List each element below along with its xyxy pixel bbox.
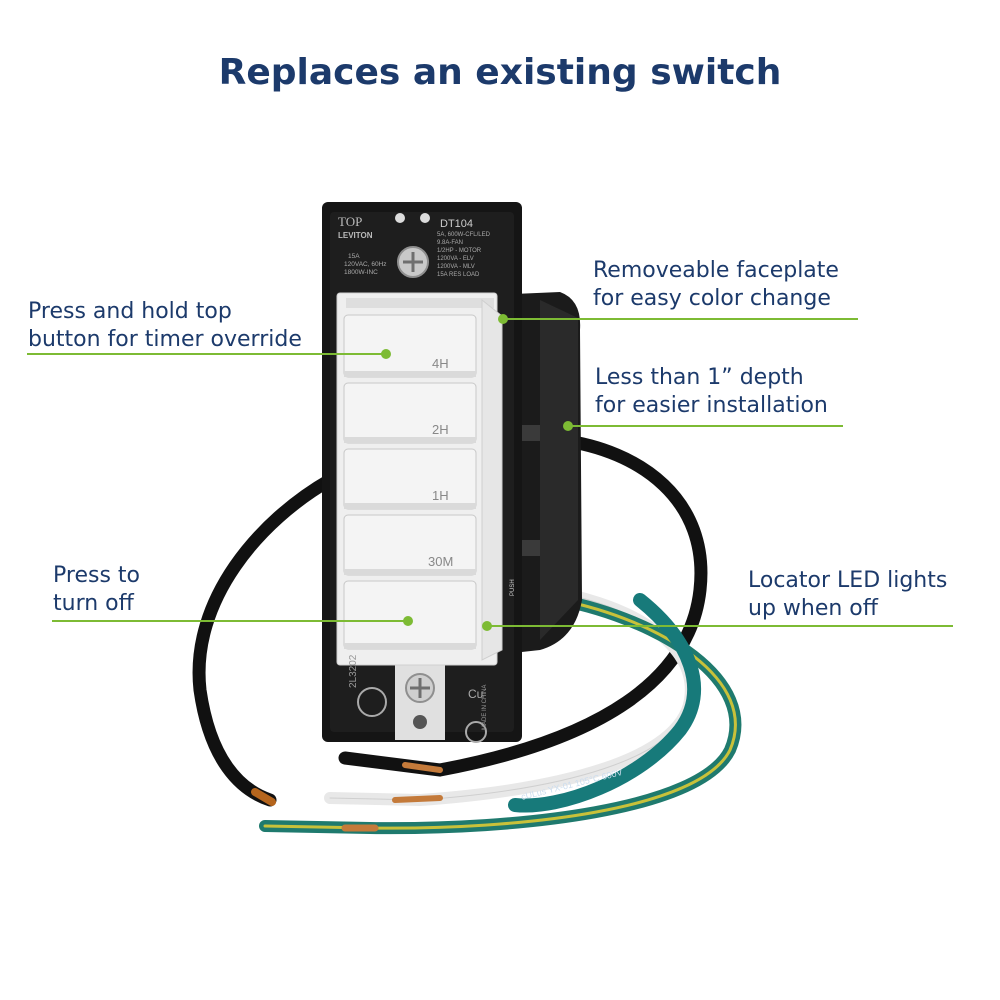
callout-faceplate-line2: for easy color change [593, 286, 831, 311]
black-wire-left [192, 473, 337, 807]
no-aluminum-mark [465, 721, 487, 743]
cu-mark: Cu [468, 687, 483, 701]
callout-turn-off: Press to turn off [53, 562, 140, 618]
callout-locator-led: Locator LED lights up when off [748, 567, 947, 623]
callout-timer-override-line2: button for timer override [28, 327, 302, 352]
callout-depth-line2: for easier installation [595, 393, 828, 418]
top-label: TOP [338, 214, 362, 229]
button-label-4h: 4H [432, 356, 449, 371]
callout-depth-line1: Less than 1” depth [595, 365, 804, 390]
spec-right-3: 1/2HP - MOTOR [437, 248, 482, 254]
callout-dot-faceplate [498, 314, 508, 324]
callout-line-locator-led [487, 625, 953, 627]
spec-left-2: 120VAC, 60Hz [344, 261, 387, 268]
csa-mark [357, 687, 387, 717]
callout-locator-led-line2: up when off [748, 596, 878, 621]
page-title: Replaces an existing switch [218, 52, 782, 93]
callout-line-faceplate [503, 318, 858, 320]
button-label-2h: 2H [432, 422, 449, 437]
spec-right-4: 1200VA - ELV [437, 256, 474, 262]
callout-faceplate-line1: Removeable faceplate [593, 258, 839, 283]
teal-ground-wire [508, 593, 702, 813]
callout-turn-off-line1: Press to [53, 563, 140, 588]
callout-dot-timer-override [381, 349, 391, 359]
spec-left-1: 15A [348, 253, 360, 260]
callout-line-timer-override [27, 353, 387, 355]
callout-locator-led-line1: Locator LED lights [748, 568, 948, 593]
button-label-1h: 1H [432, 488, 449, 503]
callout-dot-locator-led [482, 621, 492, 631]
black-wire-right [338, 433, 708, 777]
button-label-30m: 30M [428, 554, 453, 569]
spec-right-6: 15A RES LOAD [437, 272, 480, 278]
spec-left-3: 1800W-INC [344, 269, 378, 276]
spec-right-1: 5A, 600W-CFL/LED [437, 232, 491, 238]
callout-line-depth [568, 425, 843, 427]
spec-right-2: 9.8A-FAN [437, 240, 463, 246]
model-label: DT104 [440, 218, 473, 230]
callout-turn-off-line2: turn off [53, 591, 134, 616]
callout-dot-depth [563, 421, 573, 431]
push-label: PUSH [510, 579, 516, 596]
callout-timer-override-line1: Press and hold top [28, 299, 232, 324]
callout-dot-turn-off [403, 616, 413, 626]
made-in-label: MADE IN CHINA [482, 685, 488, 730]
callout-timer-override: Press and hold top button for timer over… [28, 298, 302, 354]
spec-right-5: 1200VA - MLV [437, 264, 475, 270]
callout-line-turn-off [52, 620, 408, 622]
button-stack [343, 314, 477, 650]
side-code: 2L3202 [348, 654, 359, 688]
callout-faceplate: Removeable faceplate for easy color chan… [593, 257, 839, 313]
brand-label: LEVITON [338, 231, 373, 240]
callout-depth: Less than 1” depth for easier installati… [595, 364, 828, 420]
